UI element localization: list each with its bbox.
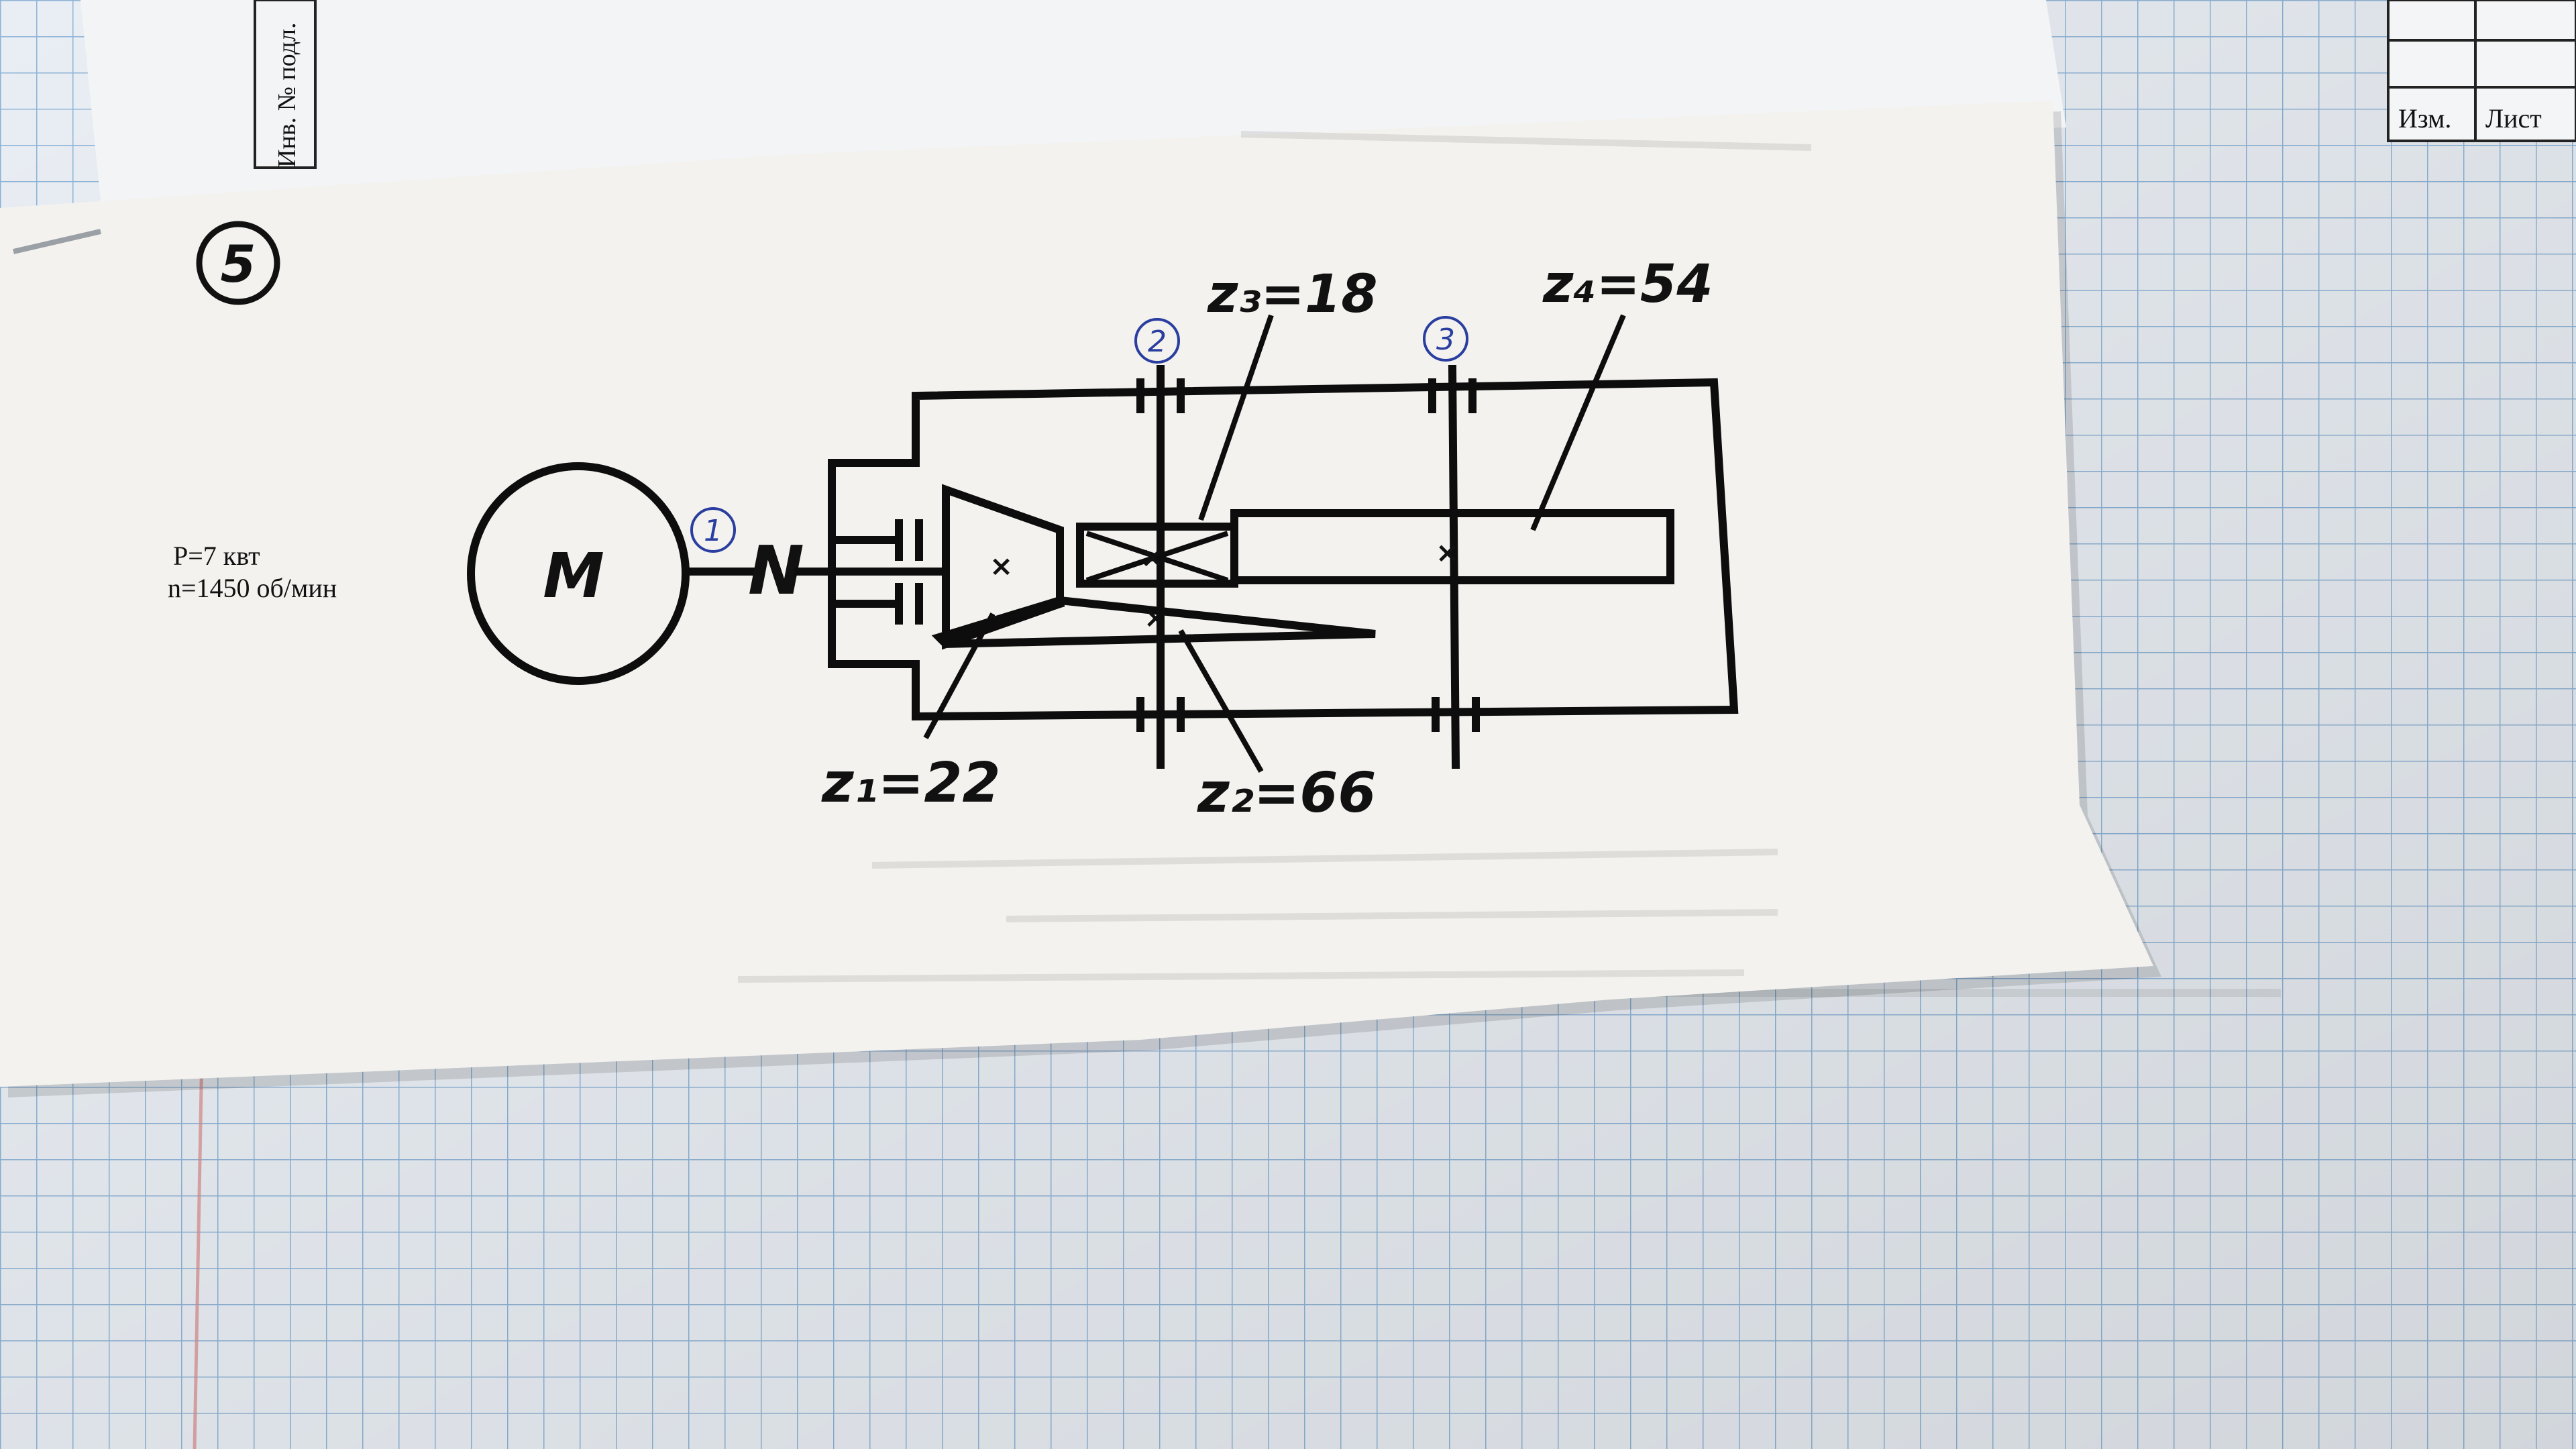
staple (13, 229, 101, 254)
bevel-gear-z2: × (931, 596, 1376, 649)
svg-text:1: 1 (704, 514, 722, 548)
svg-text:5: 5 (221, 234, 256, 294)
svg-text:M: M (543, 540, 604, 612)
bleed-through-text (737, 131, 1812, 983)
speed-label: n=1450 об/мин (168, 573, 337, 603)
shaft-2-marker: 2 (1134, 318, 1180, 364)
title-block-table: Изм. Лист (2387, 0, 2576, 142)
margin-label: Инв. № подл. (273, 22, 301, 168)
background-document: Инв. № подл. Изм. Лист (80, 0, 2576, 201)
shaft-3 (1428, 364, 1480, 769)
table-header-izm: Изм. (2398, 103, 2451, 133)
shaft-1-marker: 1 (690, 507, 736, 553)
svg-text:×: × (989, 549, 1013, 582)
gearbox-kinematic-diagram: M N × × (467, 254, 1739, 825)
gear-label-z1: z₁=22 (821, 751, 1000, 815)
shaft-2 (1136, 365, 1185, 769)
gearbox-housing (828, 378, 1739, 721)
table-header-list: Лист (2485, 103, 2542, 133)
gear-label-z3: z₃=18 (1207, 264, 1377, 325)
power-label: P=7 квт (173, 541, 260, 571)
assignment-sheet (0, 101, 2161, 1097)
spur-gear-z4: × (1230, 509, 1674, 584)
gear-label-z2: z₂=66 (1197, 761, 1376, 825)
leader-lines (923, 314, 1626, 773)
gear-label-z4: z₄=54 (1542, 254, 1713, 315)
shaft-3-marker: 3 (1423, 316, 1468, 362)
assignment-number-badge: 5 (196, 221, 280, 305)
svg-text:×: × (1436, 536, 1459, 569)
svg-text:3: 3 (1436, 323, 1455, 357)
svg-text:×: × (1140, 541, 1164, 574)
svg-text:2: 2 (1148, 325, 1167, 359)
